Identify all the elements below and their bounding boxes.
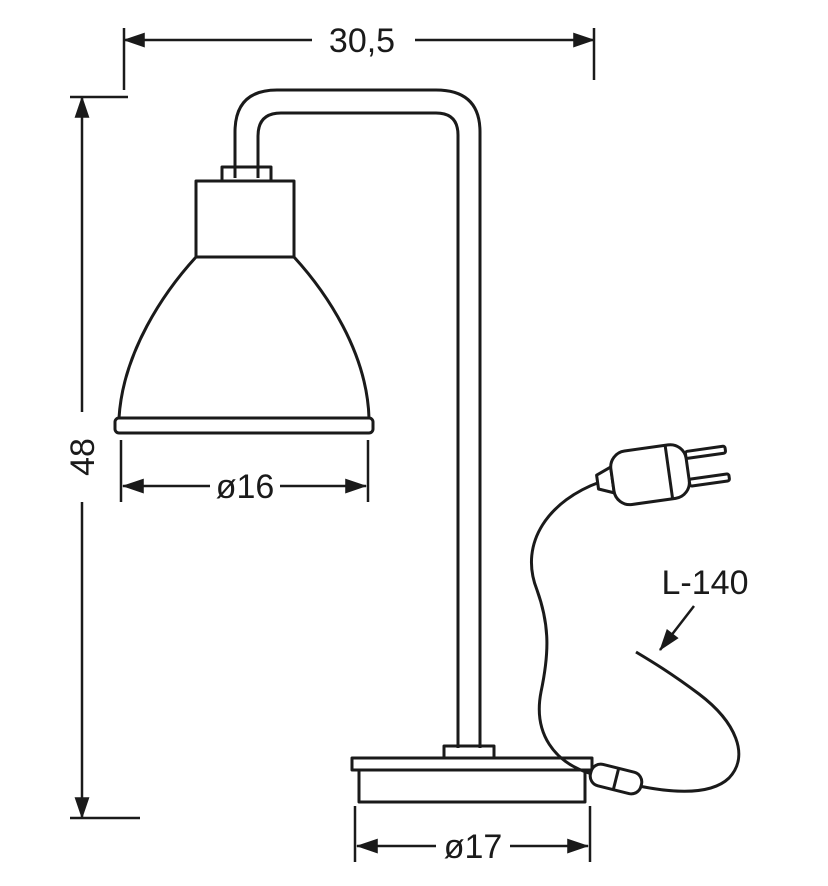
shade-collar [220, 165, 273, 183]
shade-diameter-label: ø16 [216, 468, 275, 506]
base-diameter-dimension: ø17 [353, 806, 592, 866]
base-body [357, 768, 587, 804]
inline-switch [588, 762, 644, 796]
switch-divider [611, 767, 621, 791]
height-dimension: 48 [64, 95, 140, 820]
lamp-drawing [113, 88, 741, 804]
top-width-label: 30,5 [329, 22, 395, 60]
cable-length-annotation: L-140 [659, 564, 749, 651]
base-top-plate [350, 756, 594, 772]
shade-bell-left [117, 255, 198, 419]
dimension-annotations: 30,5 48 ø16 [64, 22, 748, 866]
shade-rim [113, 416, 375, 435]
top-width-dimension: 30,5 [122, 22, 596, 90]
lamp-arm-inner-line [256, 111, 460, 748]
plug-face-line [663, 445, 675, 499]
cable-length-arrow [659, 605, 695, 651]
height-label: 48 [64, 438, 102, 476]
base-diameter-label: ø17 [444, 828, 503, 866]
power-plug [595, 443, 731, 507]
plug-body [609, 443, 691, 507]
shade-diameter-dimension: ø16 [119, 440, 370, 506]
plug-prong-bottom [687, 472, 731, 488]
pole-foot-collar [442, 744, 496, 760]
shade-cap [194, 179, 296, 259]
plug-prong-top [683, 444, 727, 460]
lamp-arm-outer-line [233, 88, 482, 748]
shade-bell-right [292, 255, 371, 419]
cable-length-label: L-140 [662, 564, 749, 602]
power-cord [530, 480, 741, 793]
